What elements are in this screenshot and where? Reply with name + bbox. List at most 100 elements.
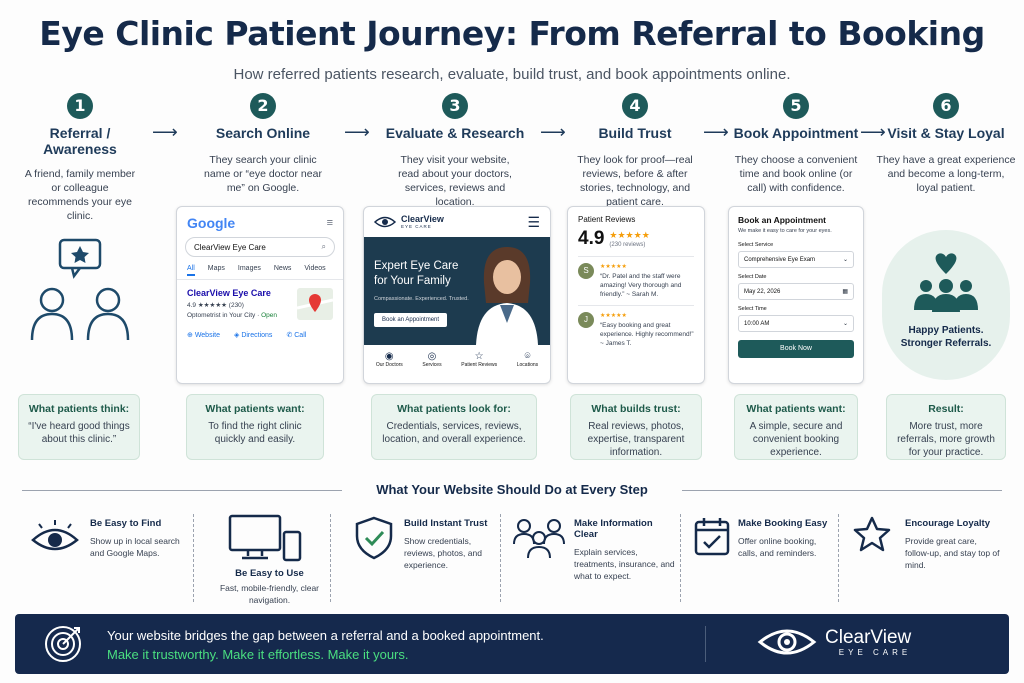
section-title: What Your Website Should Do at Every Ste… — [376, 482, 648, 497]
time-label: Select Time — [738, 306, 767, 312]
feature-desc: Show up in local search and Google Maps. — [90, 536, 180, 558]
hamburger-menu-icon[interactable]: ☰ — [527, 213, 540, 230]
result-title[interactable]: ClearView Eye Care — [187, 288, 271, 298]
date-label: Select Date — [738, 274, 767, 280]
avatar: S — [578, 263, 594, 279]
review-item: S ★★★★★ “Dr. Patel and the staff were am… — [578, 256, 694, 299]
feature-desc: Offer online booking, calls, and reminde… — [738, 536, 817, 558]
service-select[interactable]: Comprehensive Eye Exam ⌄ — [738, 251, 854, 268]
callout-3: What patients look for: Credentials, ser… — [371, 394, 537, 460]
step-number: 2 — [250, 93, 276, 119]
callout-body: Real reviews, photos, expertise, transpa… — [587, 421, 685, 458]
result-meta: Optometrist in Your City · — [187, 312, 260, 319]
arrow-right-icon: ⟶ — [540, 122, 566, 142]
call-label: Call — [294, 332, 307, 339]
book-now-button[interactable]: Book Now — [738, 340, 854, 358]
date-value: May 22, 2026 — [744, 288, 781, 295]
directions-link[interactable]: ◈ Directions — [233, 332, 273, 339]
site-nav: ◉Our Doctors ◎Services ☆Patient Reviews … — [364, 345, 550, 374]
menu-icon[interactable]: ≡ — [326, 217, 333, 229]
hero-banner: Expert Eye Care for Your Family Compassi… — [364, 237, 550, 345]
callout-heading: What patients want: — [205, 403, 305, 415]
callout-body: “I've heard good things about this clini… — [28, 421, 130, 445]
banner-line-1: Your website bridges the gap between a r… — [107, 628, 544, 643]
tab-images[interactable]: Images — [237, 265, 261, 272]
review-item: J ★★★★★ “Easy booking and great experien… — [578, 305, 694, 348]
review-text: “Easy booking and great experience. High… — [600, 322, 694, 347]
step-3: 3 Evaluate & Research They visit your we… — [375, 93, 535, 209]
callout-heading: What patients look for: — [397, 403, 511, 415]
callout-2: What patients want: To find the right cl… — [186, 394, 324, 460]
referral-people-icon — [30, 238, 130, 341]
service-label: Select Service — [738, 242, 774, 248]
booking-form-mock: Book an Appointment We make it easy to c… — [728, 206, 864, 384]
hero-subtitle: Compassionate. Experienced. Trusted. — [374, 296, 469, 302]
step-number: 5 — [783, 93, 809, 119]
nav-our-doctors[interactable]: ◉Our Doctors — [376, 351, 403, 368]
step-number: 4 — [622, 93, 648, 119]
dashed-divider — [193, 514, 194, 602]
brand-sub: EYE CARE — [401, 224, 432, 229]
time-value: 10:00 AM — [744, 320, 770, 327]
step-1: 1 Referral / Awareness A friend, family … — [0, 93, 160, 223]
happy-patients-badge: Happy Patients. Stronger Referrals. — [882, 230, 1010, 380]
result-rating: 4.9 ★★★★★ (230) — [187, 302, 244, 309]
step-title: Visit & Stay Loyal — [887, 125, 1005, 141]
feature-desc: Show credentials, reviews, photos, and e… — [404, 536, 482, 570]
callout-heading: What builds trust: — [591, 403, 681, 415]
map-pin-icon — [296, 294, 334, 312]
step-title: Build Trust — [598, 125, 672, 141]
booking-subtitle: We make it easy to care for your eyes. — [738, 228, 832, 234]
feature-loyalty: Encourage Loyalty Provide great care, fo… — [853, 512, 1003, 604]
callout-6: Result: More trust, more referrals, more… — [886, 394, 1006, 460]
step-desc: They search your clinic name or “eye doc… — [204, 154, 322, 194]
feature-title: Build Instant Trust — [404, 518, 488, 529]
feature-title: Make Booking Easy — [738, 518, 828, 529]
step-desc: A friend, family member or colleague rec… — [24, 168, 136, 222]
banner-line-2: Make it trustworthy. Make it effortless.… — [107, 647, 409, 662]
step-title: Evaluate & Research — [385, 125, 525, 141]
star-outline-icon: ☆ — [474, 351, 484, 362]
arrow-right-icon: ⟶ — [703, 122, 729, 142]
hero-book-button[interactable]: Book an Appointment — [374, 313, 448, 327]
tab-news[interactable]: News — [273, 265, 292, 272]
footer-brand-sub: EYE CARE — [838, 647, 912, 657]
call-link[interactable]: ✆ Call — [286, 332, 307, 339]
tab-maps[interactable]: Maps — [207, 265, 225, 272]
review-count: (230 reviews) — [609, 241, 646, 248]
chevron-down-icon: ⌄ — [842, 321, 848, 327]
review-stars: ★★★★★ — [600, 264, 627, 270]
tab-videos[interactable]: Videos — [304, 265, 326, 272]
tab-all[interactable]: All — [187, 265, 195, 276]
nav-patient-reviews[interactable]: ☆Patient Reviews — [461, 351, 497, 368]
calendar-icon: ▦ — [842, 289, 848, 295]
reviews-heading: Patient Reviews — [578, 215, 636, 224]
map-thumbnail[interactable] — [296, 288, 334, 320]
nav-label: Patient Reviews — [461, 362, 498, 368]
eye-logo-icon — [374, 216, 396, 228]
step-title: Book Appointment — [733, 125, 859, 141]
avatar: J — [578, 312, 594, 328]
nav-services[interactable]: ◎Services — [422, 351, 441, 368]
chevron-down-icon: ⌄ — [842, 257, 848, 263]
search-input[interactable]: ClearView Eye Care — [194, 242, 266, 252]
step-desc: They look for proof—real reviews, before… — [577, 154, 693, 208]
group-heart-icon — [914, 253, 978, 312]
clinic-website-mock: ClearView EYE CARE ☰ Expert Eye Care for… — [363, 206, 551, 384]
arrow-right-icon: ⟶ — [344, 122, 370, 142]
date-field[interactable]: May 22, 2026 ▦ — [738, 283, 854, 300]
feature-instant-trust: Build Instant Trust Show credentials, re… — [354, 512, 499, 604]
search-icon[interactable]: ⌕ — [321, 242, 326, 251]
nav-locations[interactable]: ⌾Locations — [517, 351, 538, 368]
calendar-check-icon — [694, 518, 730, 556]
site-brand[interactable]: ClearView EYE CARE — [374, 215, 444, 229]
website-link[interactable]: ⊕ Website — [187, 332, 220, 339]
callout-heading: What patients want: — [746, 403, 846, 415]
step-6: 6 Visit & Stay Loyal They have a great e… — [866, 93, 1024, 195]
time-select[interactable]: 10:00 AM ⌄ — [738, 315, 854, 332]
step-2: 2 Search Online They search your clinic … — [183, 93, 343, 195]
nav-label: Our Doctors — [375, 362, 403, 368]
people-group-icon — [513, 519, 565, 559]
footer-brand-name: ClearView — [825, 626, 912, 648]
patient-reviews-mock: Patient Reviews 4.9 ★★★★★ (230 reviews) … — [567, 206, 705, 384]
